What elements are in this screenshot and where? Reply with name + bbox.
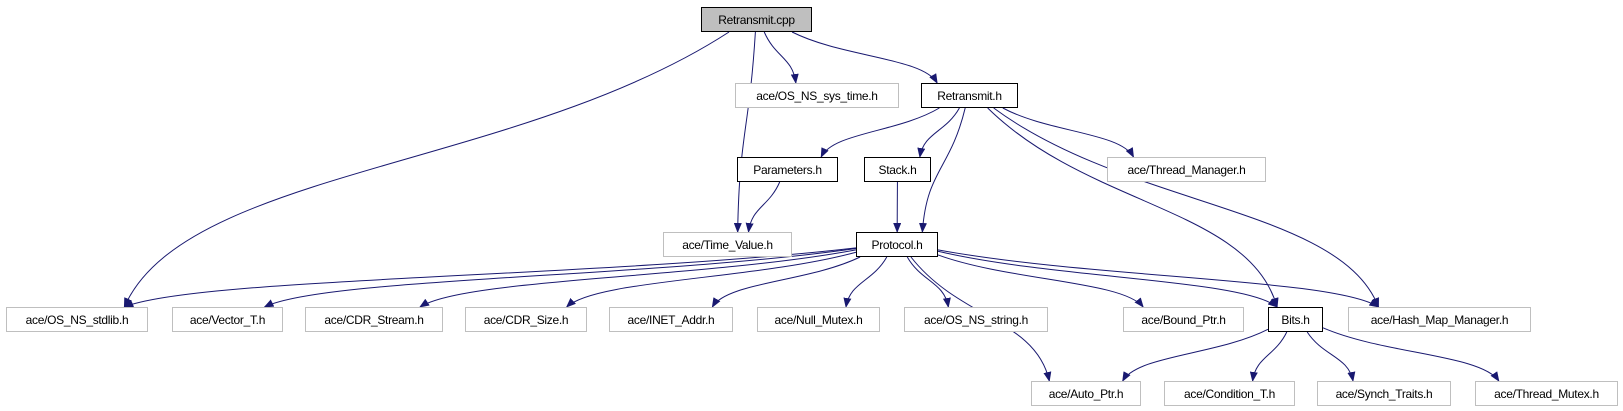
edge-protocol-to-hash_map xyxy=(937,249,1380,308)
edge-protocol-to-stdlib xyxy=(123,247,857,308)
edge-retransmit_h-to-thread_manager xyxy=(1002,107,1134,158)
node-cdr-stream[interactable]: ace/CDR_Stream.h xyxy=(305,307,443,332)
node-sys-time[interactable]: ace/OS_NS_sys_time.h xyxy=(735,83,899,108)
node-os-string[interactable]: ace/OS_NS_string.h xyxy=(904,307,1048,332)
edge-bits-to-auto_ptr xyxy=(1122,328,1269,382)
node-bound-ptr[interactable]: ace/Bound_Ptr.h xyxy=(1123,307,1244,332)
edge-protocol-to-null_mutex xyxy=(843,256,888,308)
edge-protocol-to-os_string xyxy=(906,256,951,308)
edge-retransmit_h-to-protocol xyxy=(919,107,966,233)
node-retransmit-h[interactable]: Retransmit.h xyxy=(921,83,1018,108)
node-bits[interactable]: Bits.h xyxy=(1268,307,1323,332)
node-thread-mutex[interactable]: ace/Thread_Mutex.h xyxy=(1475,381,1618,406)
node-parameters[interactable]: Parameters.h xyxy=(737,157,838,182)
edge-bits-to-synch_traits xyxy=(1306,331,1356,382)
edge-cpp-to-retransmit_h xyxy=(791,31,938,84)
edge-retransmit_h-to-hash_map xyxy=(993,107,1379,308)
node-condition-t[interactable]: ace/Condition_T.h xyxy=(1164,381,1295,406)
edge-retransmit_h-to-bits xyxy=(987,107,1279,308)
node-cdr-size[interactable]: ace/CDR_Size.h xyxy=(465,307,587,332)
node-hash-map[interactable]: ace/Hash_Map_Manager.h xyxy=(1348,307,1531,332)
node-protocol[interactable]: Protocol.h xyxy=(856,232,938,257)
edge-bits-to-thread_mutex xyxy=(1322,327,1500,382)
edge-bits-to-condition_t xyxy=(1249,331,1288,382)
edge-protocol-to-bits xyxy=(937,250,1278,308)
node-synch-traits[interactable]: ace/Synch_Traits.h xyxy=(1317,381,1451,406)
node-stack[interactable]: Stack.h xyxy=(864,157,931,182)
edge-parameters-to-time_value xyxy=(745,181,781,233)
edge-retransmit_h-to-parameters xyxy=(820,107,940,158)
edge-cpp-to-stdlib xyxy=(123,31,730,308)
node-stdlib[interactable]: ace/OS_NS_stdlib.h xyxy=(6,307,148,332)
edge-retransmit_h-to-stack xyxy=(917,107,960,158)
edge-protocol-to-vector_t xyxy=(263,248,857,308)
node-vector-t[interactable]: ace/Vector_T.h xyxy=(172,307,283,332)
edge-protocol-to-cdr_stream xyxy=(419,249,857,308)
node-null-mutex[interactable]: ace/Null_Mutex.h xyxy=(757,307,880,332)
node-auto-ptr[interactable]: ace/Auto_Ptr.h xyxy=(1031,381,1141,406)
edge-protocol-to-cdr_size xyxy=(565,251,857,308)
edge-protocol-to-bound_ptr xyxy=(937,254,1144,308)
node-thread-manager[interactable]: ace/Thread_Manager.h xyxy=(1107,157,1266,182)
edge-protocol-to-inet_addr xyxy=(711,256,861,308)
node-time-value[interactable]: ace/Time_Value.h xyxy=(663,232,792,257)
node-inet-addr[interactable]: ace/INET_Addr.h xyxy=(609,307,733,332)
edge-cpp-to-sys_time xyxy=(763,31,799,84)
node-cpp[interactable]: Retransmit.cpp xyxy=(701,7,812,32)
edge-cpp-to-time_value xyxy=(733,31,756,233)
